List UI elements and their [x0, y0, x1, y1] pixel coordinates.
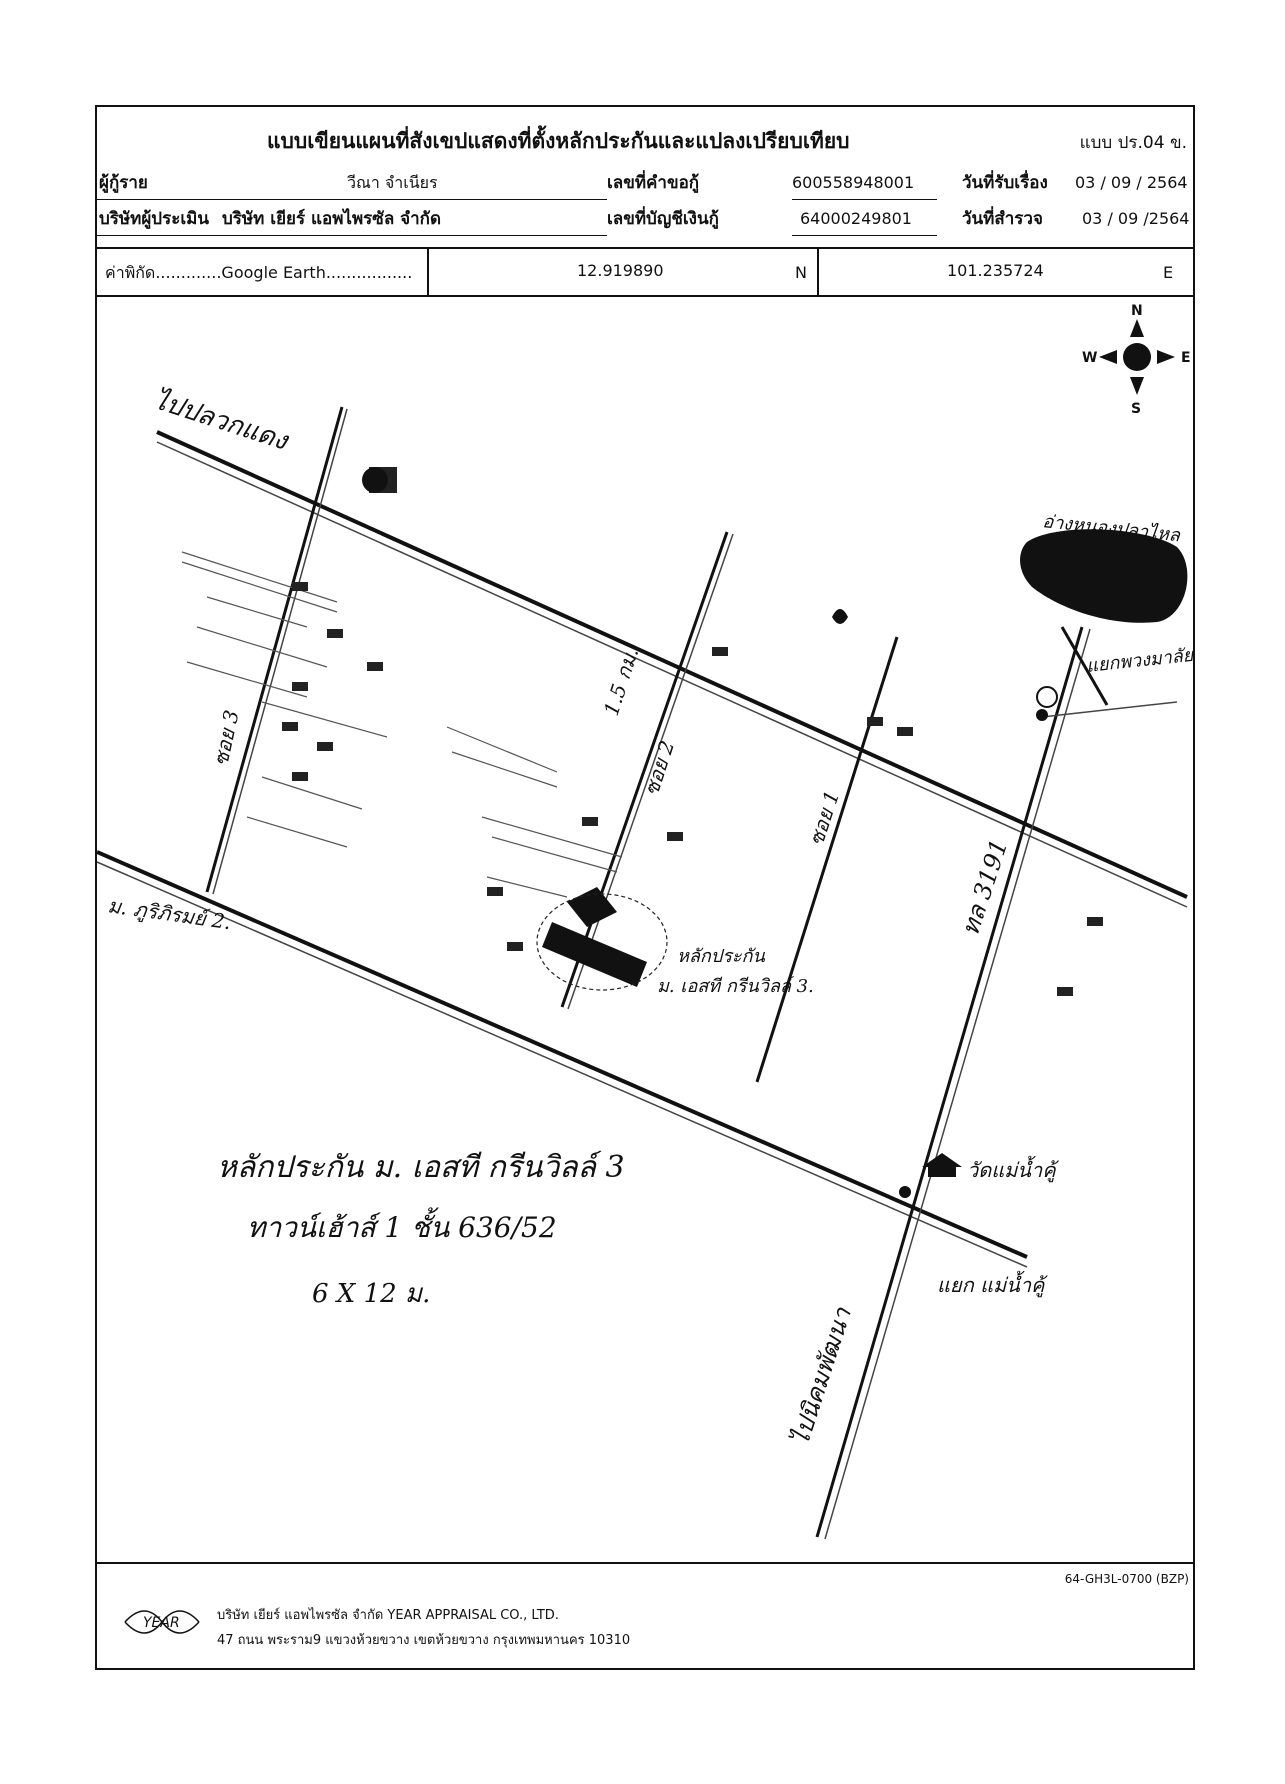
received-label: วันที่รับเรื่อง — [962, 173, 1048, 193]
account-no-label: เลขที่บัญชีเงินกู้ — [607, 209, 719, 229]
company-name: บริษัท เยียร์ แอพไพรซัล จำกัด YEAR APPRA… — [217, 1608, 559, 1623]
compass-n: N — [1131, 303, 1143, 319]
compass-e: E — [1181, 350, 1191, 366]
label-temple: วัดแม่น้ำคู้ — [967, 1155, 1060, 1183]
compass-s: S — [1131, 401, 1141, 417]
label-junction-top: แยกพวงมาลัย — [1085, 645, 1193, 677]
temple-icon — [922, 1153, 962, 1177]
label-village-collateral: ม. เอสที กรีนวิลล์ 3. — [657, 976, 814, 997]
company-address: 47 ถนน พระราม9 แขวงห้วยขวาง เขตห้วยขวาง … — [217, 1633, 631, 1648]
survey-value: 03 / 09 /2564 — [1082, 209, 1190, 228]
longitude-value: 101.235724 — [947, 261, 1044, 280]
collateral-circle — [536, 893, 668, 991]
label-junction-bottom: แยก แม่น้ำคู้ — [937, 1270, 1048, 1298]
gas-station-icon — [832, 609, 848, 624]
label-road-1-5km: 1.5 กม. — [599, 645, 643, 719]
borrower-value: วีณา จำเนียร — [347, 173, 438, 192]
sketch-map: N S W E — [97, 303, 1193, 1540]
received-value: 03 / 09 / 2564 — [1075, 173, 1188, 192]
road-soi-2 — [560, 531, 729, 1008]
logo-text: YEAR — [143, 1615, 180, 1631]
road-soi-1 — [755, 636, 899, 1083]
appraiser-label: บริษัทผู้ประเมิน — [99, 209, 209, 229]
shell-station-icon — [1036, 686, 1058, 708]
pond-area — [1020, 529, 1188, 623]
label-soi-1: ซอย 1 — [804, 787, 844, 848]
label-to-klaeng: ไปปลวกแดง — [150, 384, 294, 457]
request-no-value: 600558948001 — [792, 173, 915, 192]
landmark-icon — [362, 467, 388, 493]
account-no-value: 64000249801 — [800, 209, 912, 228]
form-code: แบบ ปร.04 ข. — [1079, 133, 1187, 153]
label-soi-3: ซอย 3 — [208, 708, 243, 768]
form-frame: แบบเขียนแผนที่สังเขปแสดงที่ตั้งหลักประกั… — [95, 105, 1195, 1670]
form-title: แบบเขียนแผนที่สังเขปแสดงที่ตั้งหลักประกั… — [267, 129, 850, 153]
borrower-label: ผู้กู้ราย — [99, 173, 148, 193]
building-markers — [282, 467, 1103, 996]
road-soi-3 — [205, 406, 344, 893]
note-line-2: ทาวน์เฮ้าส์ 1 ชั้น 636/52 — [247, 1207, 557, 1244]
coords-label: ค่าพิกัด.............Google Earth.......… — [105, 263, 413, 282]
latitude-dir: N — [795, 263, 807, 282]
compass-w: W — [1082, 350, 1097, 366]
label-collateral-mark: หลักประกัน — [677, 946, 765, 967]
collateral-shape — [542, 922, 647, 987]
appraiser-value: บริษัท เยียร์ แอพไพรซัล จำกัด — [222, 209, 442, 229]
latitude-value: 12.919890 — [577, 261, 664, 280]
doc-code: 64-GH3L-0700 (BZP) — [1064, 1572, 1189, 1586]
road-3191 — [815, 626, 1084, 1538]
longitude-dir: E — [1163, 263, 1174, 282]
note-line-1: หลักประกัน ม. เอสที กรีนวิลล์ 3 — [217, 1150, 625, 1185]
side-streets — [181, 551, 623, 898]
label-to-nikhom: ไปนิคมพัฒนา — [786, 1303, 857, 1449]
road-top — [156, 430, 1188, 899]
label-village-2: ม. ภูริภิรมย์ 2. — [106, 893, 232, 935]
note-line-3: 6 X 12 ม. — [312, 1279, 430, 1309]
request-no-label: เลขที่คำขอกู้ — [607, 173, 700, 193]
company-logo: YEAR — [117, 1597, 207, 1647]
compass-rose: N S W E — [1082, 303, 1191, 417]
road-bottom — [97, 850, 1028, 1259]
survey-label: วันที่สำรวจ — [962, 209, 1043, 229]
